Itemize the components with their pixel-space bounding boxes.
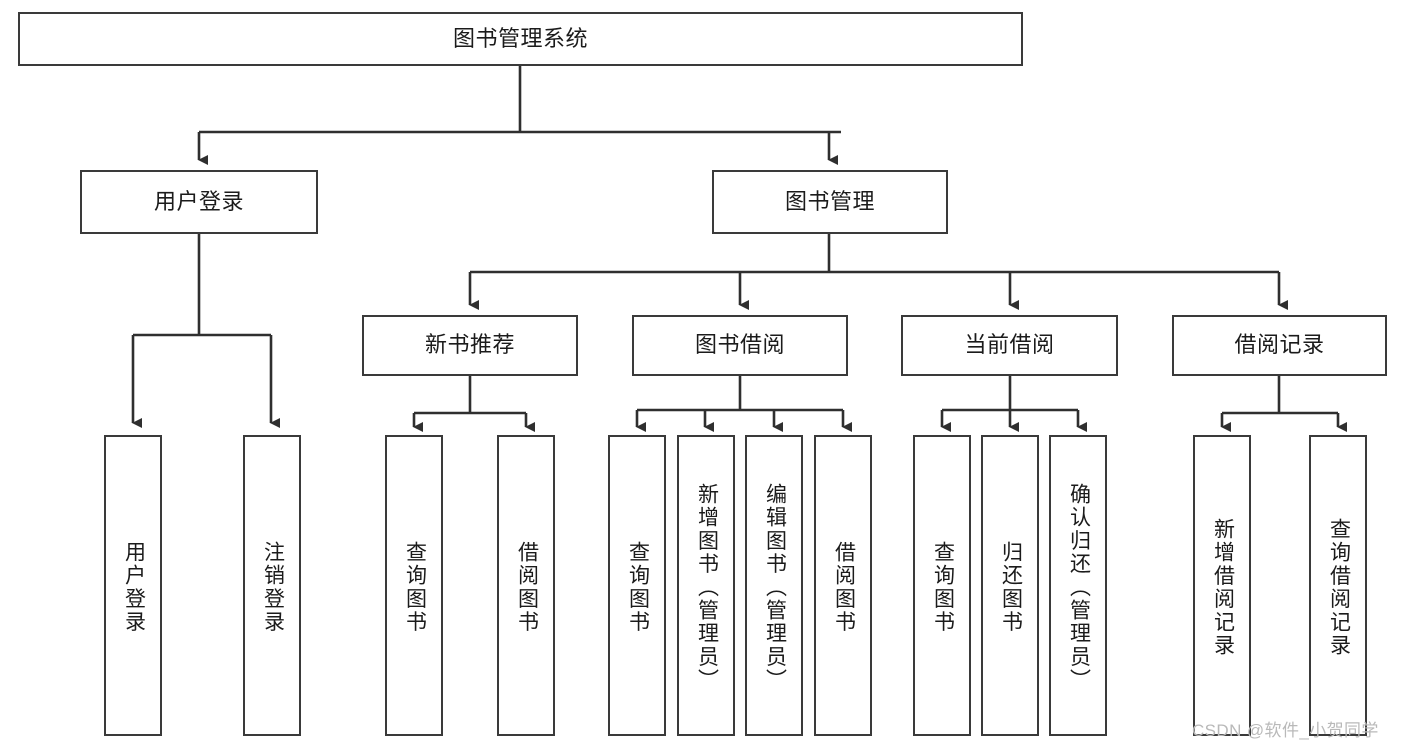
- node-user-login-label: 用户登录: [153, 188, 244, 214]
- node-book-management-label: 图书管理: [784, 188, 875, 214]
- leaf-label: 查询图书: [931, 541, 955, 634]
- leaf-user-login-signin[interactable]: 用户登录: [104, 435, 162, 736]
- leaf-label: 注销登录: [261, 541, 285, 634]
- node-new-book-recommend-label: 新书推荐: [424, 332, 515, 358]
- leaf-book-borrow-query[interactable]: 查询图书: [608, 435, 666, 736]
- leaf-label: 用户登录: [122, 541, 146, 634]
- leaf-label: 确认归还（管理员）: [1067, 483, 1091, 692]
- leaf-user-login-signout[interactable]: 注销登录: [243, 435, 301, 736]
- leaf-label: 归还图书: [999, 541, 1023, 634]
- node-user-login[interactable]: 用户登录: [80, 170, 318, 234]
- leaf-label: 借阅图书: [515, 541, 539, 634]
- leaf-label: 新增图书（管理员）: [695, 483, 719, 692]
- leaf-new-book-borrow[interactable]: 借阅图书: [497, 435, 555, 736]
- node-root[interactable]: 图书管理系统: [18, 12, 1023, 66]
- node-book-borrow-label: 图书借阅: [694, 332, 785, 358]
- leaf-book-borrow-edit[interactable]: 编辑图书（管理员）: [745, 435, 803, 736]
- leaf-label: 编辑图书（管理员）: [763, 483, 787, 692]
- node-new-book-recommend[interactable]: 新书推荐: [362, 315, 578, 376]
- leaf-label: 新增借阅记录: [1211, 517, 1235, 658]
- leaf-book-borrow-lend[interactable]: 借阅图书: [814, 435, 872, 736]
- leaf-current-borrow-confirm[interactable]: 确认归还（管理员）: [1049, 435, 1107, 736]
- node-borrow-record-label: 借阅记录: [1234, 332, 1325, 358]
- leaf-new-book-query[interactable]: 查询图书: [385, 435, 443, 736]
- node-current-borrow[interactable]: 当前借阅: [901, 315, 1118, 376]
- leaf-label: 查询图书: [626, 541, 650, 634]
- node-borrow-record[interactable]: 借阅记录: [1172, 315, 1387, 376]
- leaf-current-borrow-query[interactable]: 查询图书: [913, 435, 971, 736]
- leaf-label: 查询图书: [403, 541, 427, 634]
- node-book-management[interactable]: 图书管理: [712, 170, 948, 234]
- leaf-label: 借阅图书: [832, 541, 856, 634]
- leaf-book-borrow-add[interactable]: 新增图书（管理员）: [677, 435, 735, 736]
- leaf-current-borrow-return[interactable]: 归还图书: [981, 435, 1039, 736]
- leaf-borrow-record-query[interactable]: 查询借阅记录: [1309, 435, 1367, 736]
- node-current-borrow-label: 当前借阅: [964, 332, 1055, 358]
- csdn-watermark: CSDN @软件_小贺同学: [1192, 721, 1379, 740]
- leaf-label: 查询借阅记录: [1327, 517, 1351, 658]
- leaf-borrow-record-add[interactable]: 新增借阅记录: [1193, 435, 1251, 736]
- node-book-borrow[interactable]: 图书借阅: [632, 315, 848, 376]
- node-root-label: 图书管理系统: [452, 25, 588, 51]
